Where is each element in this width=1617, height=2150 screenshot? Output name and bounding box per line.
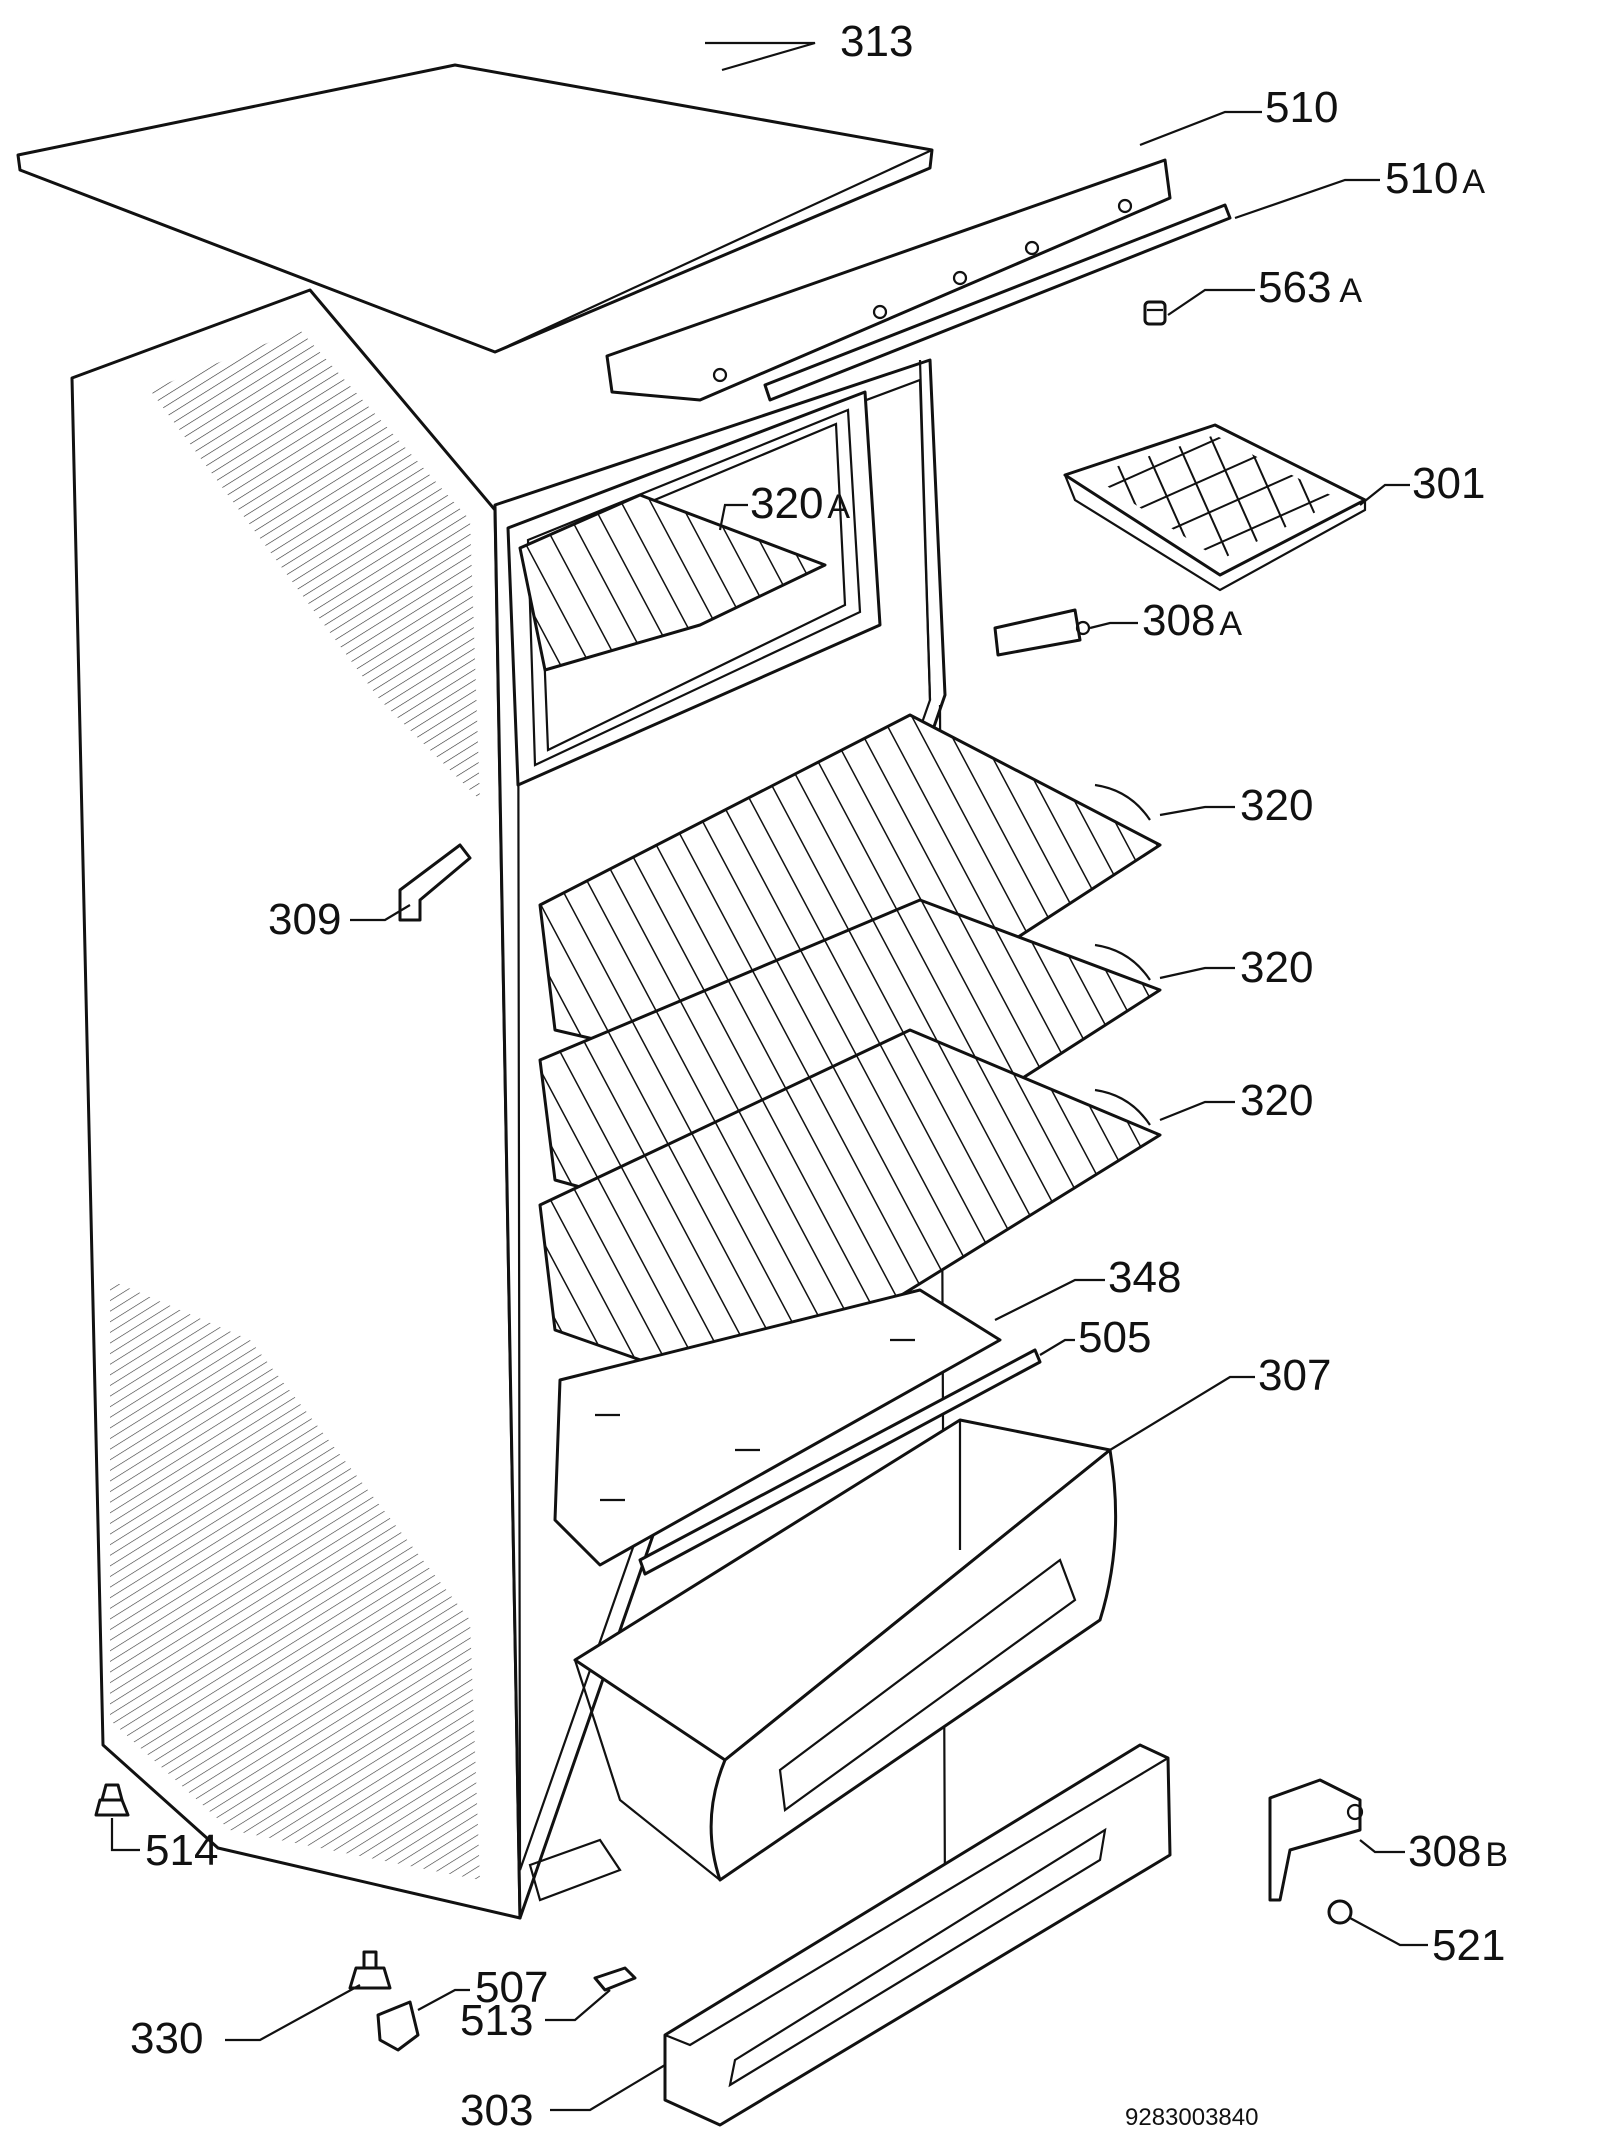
leader-507 [417,1988,470,2011]
leader-320-top [1159,805,1235,817]
leader-513 [545,1989,611,2022]
leader-320-low [1159,1100,1235,1122]
callout-513: 513 [460,1996,533,2045]
crisper-drawer [573,1418,1118,1882]
leader-303 [550,2064,666,2112]
clip-507 [376,2000,420,2052]
screw-563a [1143,300,1167,326]
glass-shelf-trim [638,1348,1042,1576]
leader-308a [1089,621,1138,630]
wire-shelf-top [538,713,1162,1087]
hinge-bracket-308a [993,608,1091,657]
freezer-shelf [518,493,827,672]
cabinet-side-shading [150,330,480,800]
callout-521: 521 [1432,1921,1505,1970]
control-panel [605,158,1172,402]
leader-505 [1039,1338,1075,1356]
callout-320-top: 320 [1240,781,1313,830]
callout-313: 313 [840,17,913,66]
leader-521 [1349,1917,1428,1947]
callout-330: 330 [130,2014,203,2063]
leader-348 [994,1278,1105,1321]
door-balcony [663,1743,1172,2127]
callout-514: 514 [145,1826,218,1875]
leader-563a [1167,288,1255,316]
cabinet-plinth [528,1838,622,1902]
callout-505: 505 [1078,1313,1151,1362]
callout-309: 309 [268,895,341,944]
leader-301 [1359,483,1410,506]
leader-309 [350,904,411,922]
cap-521 [1327,1899,1353,1925]
cabinet-side-shading-lower [110,1280,480,1880]
hinge-bracket-308b [1268,1778,1364,1902]
leader-308b [1359,1839,1405,1854]
leader-307 [1109,1375,1255,1451]
leader-510a [1234,178,1380,220]
leader-313 [705,41,816,72]
callout-507: 507 [475,1963,548,2012]
leader-330 [225,1984,361,2042]
callout-320-low: 320 [1240,1076,1313,1125]
callout-303: 303 [460,2086,533,2135]
adjustable-foot-514 [94,1783,130,1817]
document-number: 9283003840 [1125,2104,1258,2131]
door-stop [398,843,472,922]
leader-lines [110,41,1428,2112]
callout-348: 348 [1108,1253,1181,1302]
cap-513 [593,1966,637,1992]
callout-320-mid: 320 [1240,943,1313,992]
leader-320-mid [1159,966,1235,980]
light-trim-strip [763,203,1232,402]
leader-320a [718,503,748,531]
leader-514 [110,1818,140,1852]
wire-shelf-lower [538,1028,1162,1397]
leader-510 [1139,110,1262,147]
glass-shelf [553,1288,1002,1567]
callout-307: 307 [1258,1351,1331,1400]
callout-301: 301 [1412,459,1485,508]
ice-cube-tray [1063,423,1367,592]
callout-510: 510 [1265,83,1338,132]
adjustable-foot-330 [348,1950,392,1990]
